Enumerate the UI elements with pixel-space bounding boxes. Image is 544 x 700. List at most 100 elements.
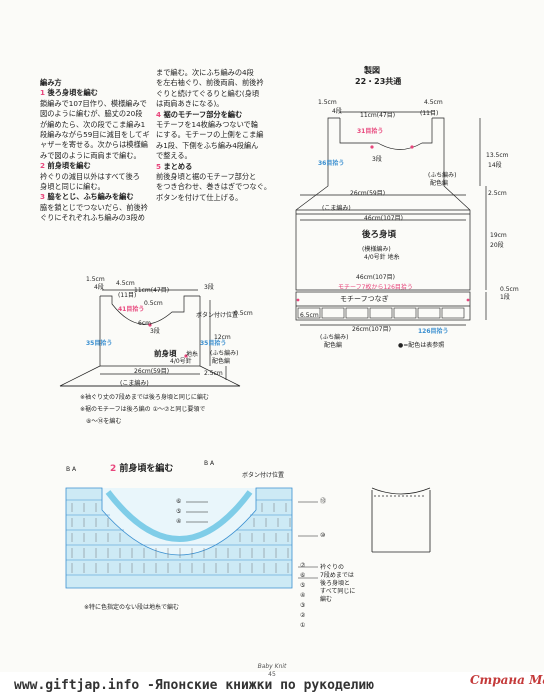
chart-row-13: ⑬ [320,498,327,505]
step-text: ぐりにそれぞれふち編みの3段め [40,213,145,223]
back-hiroi-126: 126目拾う [418,328,449,335]
instructions-right-lines: まで編む。次にふち編みの4段を左右袖ぐり、前後両肩、前後衿ぐりと続けてぐるりと編… [156,68,272,203]
step-text: 図のように編むが、脇丈の20段 [40,109,143,119]
back-dim-6-5: 6.5cm [300,312,319,319]
back-dim-4dan: 4段 [332,108,342,115]
chart-title-text: 前身頃を編む [119,464,174,474]
front-note-3: ⑧〜⑭を編む [86,418,122,425]
step-text: まで編む。次にふち編みの4段 [156,68,254,77]
chart-side-note: 衿ぐりの 7段めまでは 後ろ身頃と すべて同じに 編む [320,564,355,604]
chart-row-b4: ④ [300,592,306,599]
step-text: ャザーを寄せる。次からは模様編 [40,140,148,150]
step-text: 段編みながら59目に減目をしてギ [40,130,150,140]
back-haishoku-note: ●=配色は表参照 [398,342,445,349]
crochet-chart [65,487,293,589]
back-title: 後ろ身頃 [362,230,397,240]
step-text: 衿ぐりの減目以外はすべて後ろ [40,171,140,181]
step-text: は両肩あきになる)。 [156,99,224,109]
motif-row [297,307,465,319]
chart-ab-right: B A [204,460,215,467]
step-heading: 脇をとじ、ふち編みを編む [45,192,134,202]
step-text: をつき合わせ、巻きはぎでつなぐ。 [156,182,272,192]
instruction-line: 2 前身頃を編む [40,161,152,171]
chart-row-b2: ② [300,612,306,619]
chart-row-b1: ① [300,622,306,629]
back-fuchi: (ふち編み) [428,172,457,179]
back-fuchi-2: (ふち編み) [320,334,349,341]
chart-grid [66,499,292,576]
side-note-line: 後ろ身頃と [320,580,351,587]
instruction-line: 1 後ろ身頃を編む [40,88,152,98]
front-haishoku: 配色編 [212,358,231,365]
back-dim-11cm: 11cm(47目) [360,112,396,119]
instruction-line: ボタンを付けて仕上げる。 [156,193,272,203]
front-dim-0-5b: 0.5cm [234,310,253,317]
front-button: ボタン付け位置 [196,312,239,319]
step-text: 身頃と同じに編む。 [40,182,105,192]
back-dim-3dan: 3段 [372,156,382,163]
chart-row-5: ⑤ [176,508,182,515]
back-dim-46cm-2: 46cm(107目) [356,274,395,281]
instruction-line: にする。モチーフの上側をこま編 [156,130,272,140]
instruction-line: 3 脇をとじ、ふち編みを編む [40,192,152,202]
instruction-line: みで図のように両肩まで編む。 [40,151,152,161]
chart-row-6: ⑥ [176,498,182,505]
front-hiroi-35: 35目拾う [86,340,113,347]
step-text: みで図のように両肩まで編む。 [40,150,141,160]
step-text: 前後身頃と裾のモチーフ部分と [156,172,257,182]
step-text: 脇を鎖とじでつないだら、前後衿 [40,202,148,212]
front-hiroi-41: 41目拾う [118,306,145,313]
chart-row-arrows [186,501,318,579]
front-dim-0-5: 0.5cm [144,300,163,307]
front-dim-12cm: 12cm [214,334,231,341]
magazine-name: Baby Knit [257,663,287,670]
side-note-line: 7段めまでは [320,572,354,579]
front-hiroi-35b: 35目拾う [200,340,227,347]
back-dim-2-5: 2.5cm [488,190,507,197]
step-heading: 後ろ身頃を編む [45,88,98,98]
front-dim-1-5: 1.5cm [86,276,105,283]
front-dim-3dan2: 3段 [150,328,160,335]
back-dim-1-5: 1.5cm [318,99,337,106]
step-text: モチーフを14枚編みつないで輪 [156,120,258,130]
step-number: 5 [156,161,162,171]
back-haishoku-2: 配色編 [324,342,343,349]
step-text: ぐりと続けてぐるりと編む(身頃 [156,88,260,98]
instruction-line: 5 まとめる [156,162,272,172]
back-haishoku: 配色編 [430,180,449,187]
instruction-line: まで編む。次にふち編みの4段 [156,68,272,78]
chart-row-b6: ⑥ [300,572,306,579]
site-caption: www.giftjap.info -Японские книжки по рук… [14,678,375,693]
back-neck-line [339,118,433,150]
chart-row-4: ④ [176,518,182,525]
side-note-line: 編む [320,596,333,603]
back-dim-20dan: 20段 [490,242,504,249]
instruction-line: モチーフを14枚編みつないで輪 [156,120,272,130]
instruction-line: 段編みながら59目に減目をしてギ [40,130,152,140]
back-dim-11me: (11目) [420,110,439,117]
step-number: 4 [156,109,162,119]
instruction-line: 前後身頃と裾のモチーフ部分と [156,172,272,182]
instruction-line: ぐりにそれぞれふち編みの3段め [40,213,152,223]
chart-legend: ※特に色指定のない段は地糸で編む [84,604,180,611]
step-number: 3 [40,192,46,202]
instruction-line: 4 裾のモチーフ部分を編む [156,110,272,120]
chart-row-b3: ③ [300,602,306,609]
page-number: 45 [268,671,276,678]
chart-ab-left: B A [66,466,77,473]
diagram-sizes: 22・23共通 [355,77,402,86]
instructions-left-lines: 1 後ろ身頃を編む鎖編みで107目作り、模様編みで図のように編むが、脇丈の20段… [40,88,152,223]
front-dim-6cm: 6cm [138,320,151,327]
front-title: 前身頃 [154,349,177,358]
step-text: にする。モチーフの上側をこま編 [156,130,264,140]
front-dim-26: 26cm(59目) [134,368,170,375]
step-number: 2 [40,161,46,171]
side-note-line: すべて同じに [320,588,356,595]
chart-row-b5: ⑤ [300,582,306,589]
instructions-left: 編み方 1 後ろ身頃を編む鎖編みで107目作り、模様編みで図のように編むが、脇丈… [40,78,152,224]
step-text: 鎖編みで107目作り、模様編みで [40,98,147,108]
step-text: を左右袖ぐり、前後両肩、前後衿 [156,78,264,88]
chart-stitches [71,503,291,573]
front-dim-4-5: 4.5cm [116,280,135,287]
